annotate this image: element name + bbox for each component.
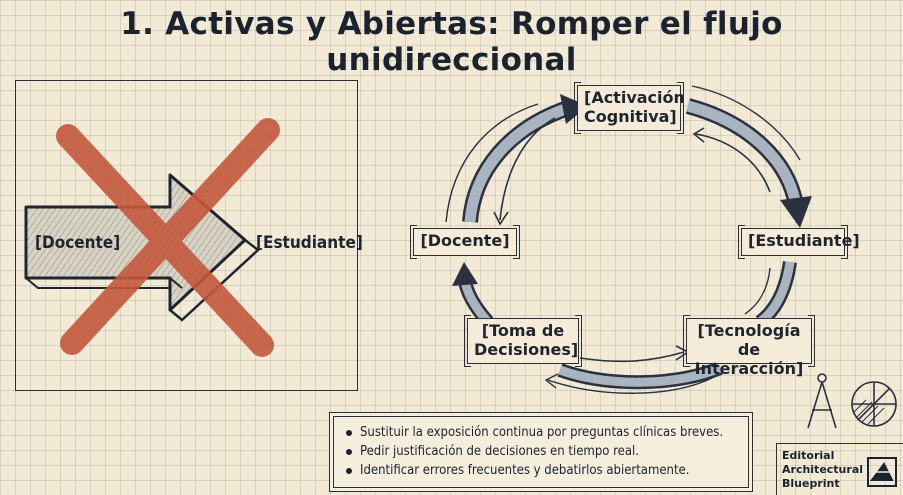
list-item: Identificar errores frecuentes y debatir… bbox=[344, 461, 752, 480]
protractor-icon bbox=[851, 381, 897, 427]
left-panel bbox=[15, 80, 358, 391]
page-title: 1. Activas y Abiertas: Romper el flujo u… bbox=[120, 6, 783, 78]
node-activacion-line1: [Activación bbox=[584, 88, 685, 107]
list-item: Sustituir la exposición continua por pre… bbox=[344, 423, 752, 442]
compass-icon bbox=[807, 373, 837, 429]
left-estudiante-label: [Estudiante] bbox=[256, 233, 363, 253]
node-estudiante-label: [Estudiante] bbox=[748, 231, 860, 250]
notes-list: Sustituir la exposición continua por pre… bbox=[344, 423, 752, 480]
brand-line-1: Editorial bbox=[782, 449, 835, 462]
notes-inner-frame bbox=[333, 416, 749, 488]
brand-line-3: Blueprint bbox=[782, 477, 840, 490]
arrow-activacion-to-estudiante bbox=[685, 98, 804, 207]
node-toma-line2: Decisiones] bbox=[474, 340, 579, 359]
node-tecnologia-interaccion: [Tecnología de Interacción] bbox=[683, 315, 815, 378]
arrow-docente-to-activacion bbox=[462, 100, 571, 223]
node-toma-line1: [Toma de bbox=[481, 321, 565, 340]
list-item: Pedir justificación de decisiones en tie… bbox=[344, 442, 752, 461]
node-tecnologia-line1: [Tecnología de bbox=[697, 321, 801, 359]
brand-text: Editorial Architectural Blueprint bbox=[782, 449, 863, 491]
node-toma-decisiones: [Toma de Decisiones] bbox=[464, 315, 582, 367]
node-estudiante: [Estudiante] bbox=[738, 225, 860, 259]
notes-box: Sustituir la exposición continua por pre… bbox=[329, 412, 753, 492]
node-activacion-line2: Cognitiva] bbox=[584, 107, 677, 126]
node-docente-label: [Docente] bbox=[420, 231, 510, 250]
node-docente: [Docente] bbox=[410, 225, 520, 259]
node-activacion-cognitiva: [Activación Cognitiva] bbox=[574, 82, 685, 134]
brand-block: Editorial Architectural Blueprint bbox=[776, 443, 903, 495]
arrow-estudiante-to-tecnologia bbox=[755, 260, 797, 328]
left-docente-label: [Docente] bbox=[35, 233, 121, 253]
node-tecnologia-line2: Interacción] bbox=[694, 359, 804, 378]
brand-line-2: Architectural bbox=[782, 463, 864, 476]
